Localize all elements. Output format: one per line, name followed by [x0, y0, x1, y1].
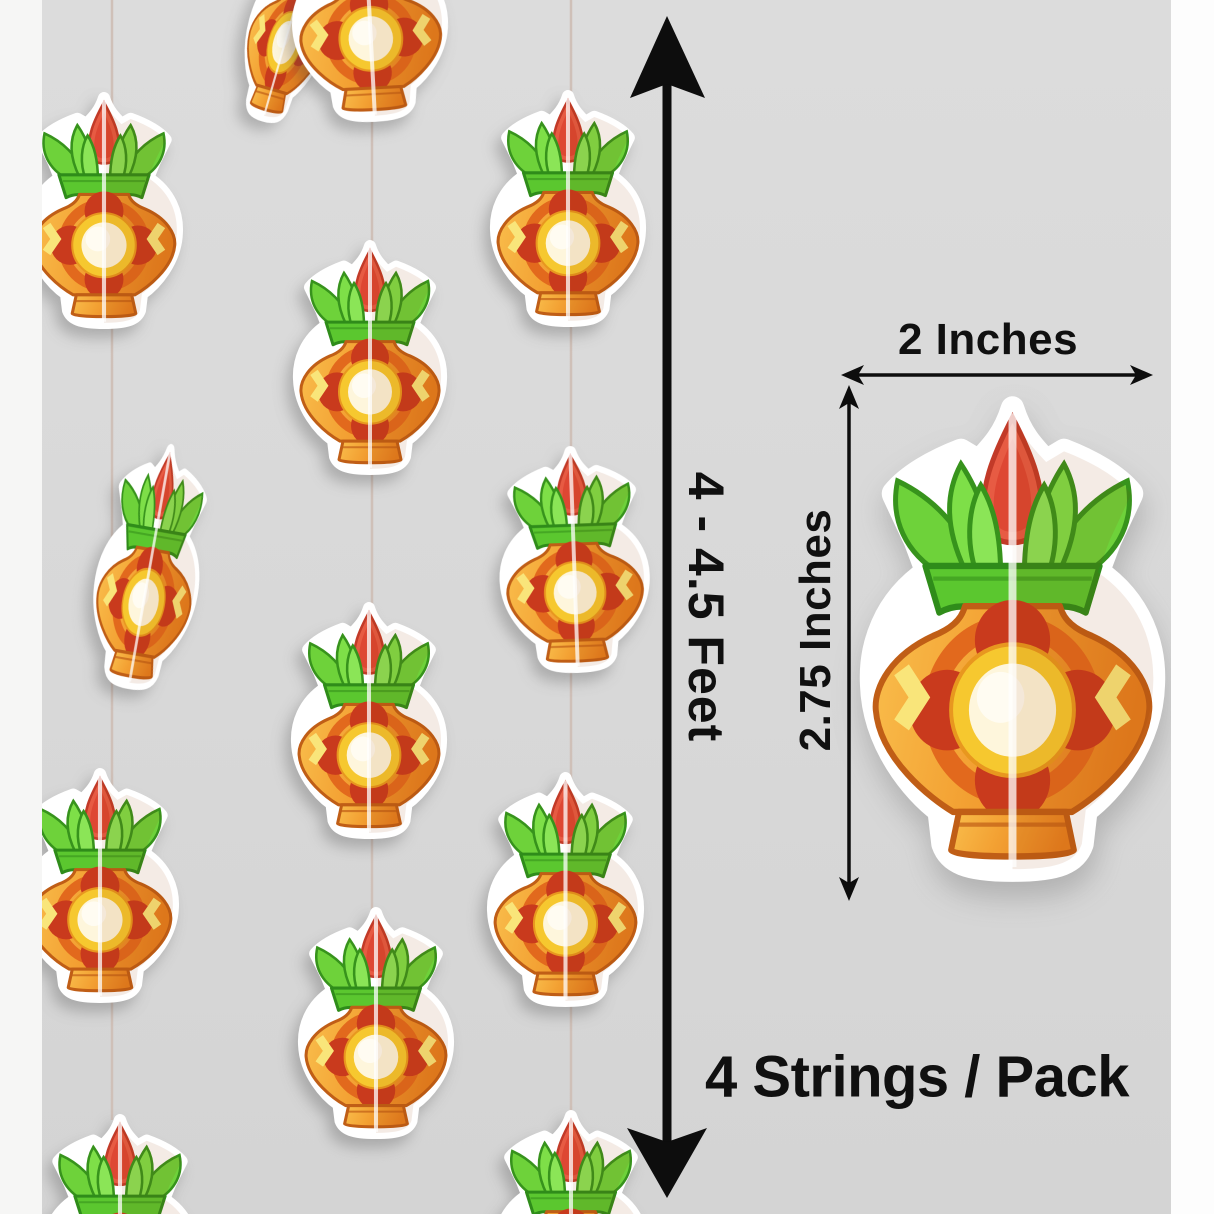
left-edge-strip — [0, 0, 42, 1214]
pack-count-label: 4 Strings / Pack — [705, 1044, 1129, 1110]
length-arrow — [627, 16, 707, 1198]
length-label: 4 - 4.5 Feet — [678, 471, 734, 743]
height-dimension-arrow — [839, 385, 859, 901]
width-dimension-arrow — [841, 365, 1153, 385]
height-label: 2.75 Inches — [791, 508, 840, 752]
right-edge-strip — [1171, 0, 1214, 1214]
width-label: 2 Inches — [897, 315, 1079, 364]
